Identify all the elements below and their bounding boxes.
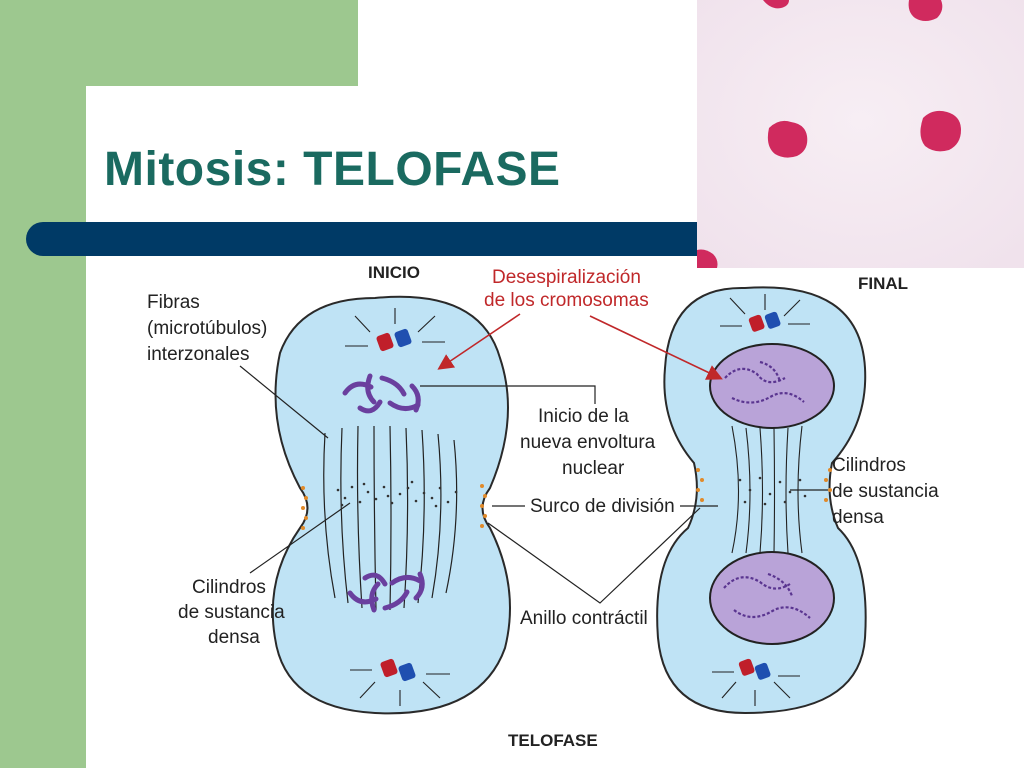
label-desespiralizacion-2: de los cromosomas (484, 290, 649, 311)
label-envoltura-2: nueva envoltura (520, 432, 656, 453)
label-fibras-2: (microtúbulos) (147, 318, 267, 339)
label-cilindros-left-2: de sustancia (178, 602, 285, 623)
leader-cilindros-left (249, 502, 351, 574)
cell-inicio (271, 295, 511, 715)
label-envoltura-1: Inicio de la (538, 406, 629, 427)
label-cilindros-left-3: densa (208, 627, 260, 648)
title-underline-bar (26, 222, 706, 256)
label-cilindros-right-2: de sustancia (832, 481, 939, 502)
top-green-band (0, 0, 358, 86)
side-green-band (0, 0, 86, 768)
label-desespiralizacion-1: Desespiralización (492, 267, 641, 288)
label-envoltura-3: nuclear (562, 458, 625, 479)
label-cilindros-right-1: Cilindros (832, 455, 906, 476)
heading-inicio: INICIO (368, 263, 420, 282)
cell-final (656, 286, 867, 715)
label-surco: Surco de división (530, 496, 675, 517)
slide-title: Mitosis: TELOFASE (104, 143, 561, 196)
micrograph-image (697, 0, 1024, 268)
leader-envoltura (420, 385, 596, 404)
caption-telofase: TELOFASE (508, 731, 598, 750)
telophase-diagram: INICIO FINAL TELOFASE (147, 263, 939, 750)
label-fibras-3: interzonales (147, 344, 249, 365)
leader-fibras (239, 365, 329, 439)
arrow-to-inicio (437, 313, 521, 370)
arrow-to-final (589, 315, 723, 380)
label-cilindros-right-3: densa (832, 507, 884, 528)
label-fibras-1: Fibras (147, 292, 200, 313)
label-anillo: Anillo contráctil (520, 608, 648, 629)
leader-anillo (487, 507, 701, 604)
label-cilindros-left-1: Cilindros (192, 577, 266, 598)
heading-final: FINAL (858, 274, 908, 293)
